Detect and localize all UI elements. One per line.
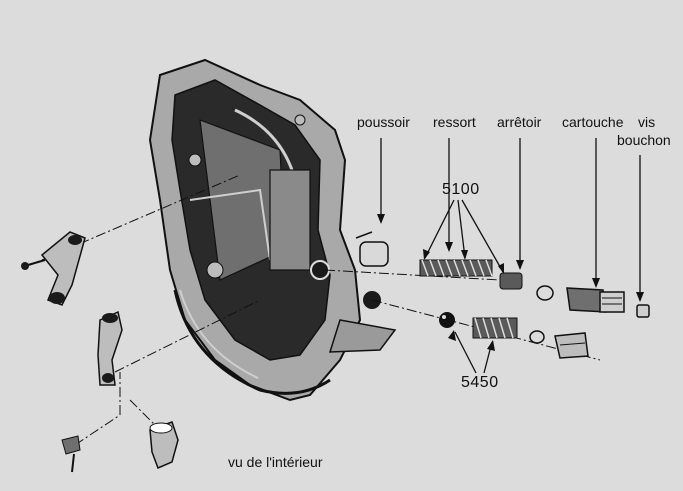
label-cartouche: cartouche [562,114,624,130]
label-arretoir: arrêtoir [497,114,542,130]
part-cartouche [566,287,625,313]
left-clip-upper [40,231,86,306]
arrowheads [377,214,644,351]
caption: vu de l'intérieur [228,454,323,470]
pin-part [149,421,179,469]
label-poussoir: poussoir [357,114,410,130]
part-arretoir [499,272,554,301]
left-screw [21,259,46,270]
part-vis-bouchon [636,304,650,318]
small-bushing [61,435,81,473]
part-plug-lower [554,332,589,359]
label-ressort: ressort [433,114,476,130]
left-clip-lower [97,310,123,386]
reference-number-bottom: 5450 [461,374,499,391]
label-bouchon: bouchon [617,132,671,148]
label-vis: vis [638,114,656,130]
leader-lines [380,138,641,374]
part-ressort-upper [419,259,493,277]
reference-number-top: 5100 [442,181,480,198]
part-ressort-lower [472,317,545,344]
part-ball [439,312,455,328]
housing [148,58,397,402]
part-poussoir [355,231,389,267]
